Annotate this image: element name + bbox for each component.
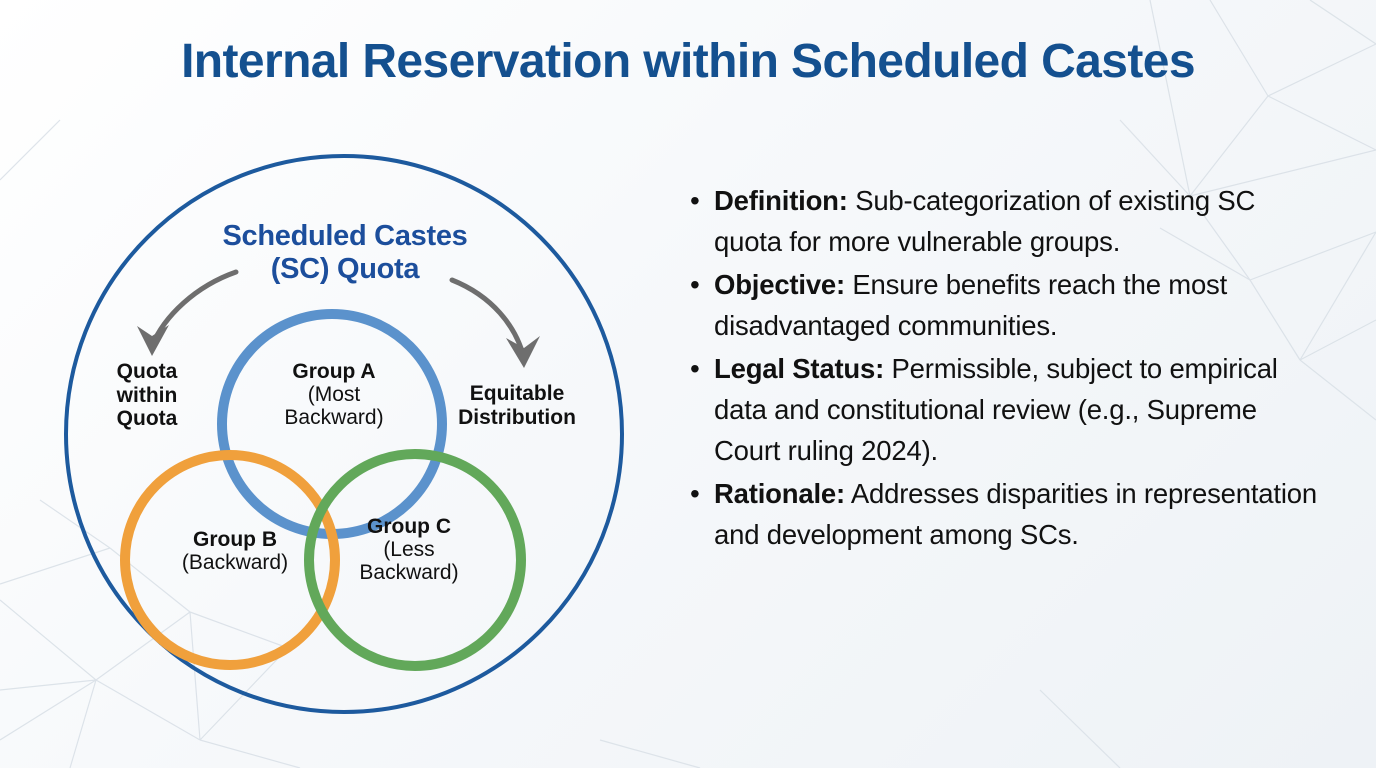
group-b-circle bbox=[120, 450, 340, 670]
group-a-subtitle-line1: (Most bbox=[307, 383, 361, 407]
bullet-text: Rationale: Addresses disparities in repr… bbox=[714, 473, 1330, 555]
bullet-text: Legal Status: Permissible, subject to em… bbox=[714, 348, 1330, 471]
bullet-body: Ensure benefits reach the most disadvant… bbox=[714, 269, 1228, 341]
callout-left-line2: within bbox=[116, 383, 178, 407]
callout-left-line3: Quota bbox=[116, 407, 178, 431]
bullet-body: Permissible, subject to empirical data a… bbox=[714, 353, 1278, 466]
bullet-lead: Rationale: bbox=[714, 478, 845, 509]
bullet-dot-icon: • bbox=[690, 269, 700, 300]
group-a-title: Group A bbox=[292, 360, 376, 383]
bullet-dot-icon: • bbox=[690, 353, 700, 384]
bullet-dot-icon: • bbox=[690, 478, 700, 509]
page-title: Internal Reservation within Scheduled Ca… bbox=[181, 35, 1195, 88]
right-arrow bbox=[449, 277, 540, 368]
group-b-subtitle: (Backward) bbox=[181, 551, 289, 575]
outer-sc-quota-circle bbox=[64, 154, 624, 714]
sc-quota-heading-line1: Scheduled Castes bbox=[222, 220, 468, 252]
group-b-title: Group B bbox=[193, 528, 277, 551]
group-a-subtitle-line2: Backward) bbox=[284, 406, 384, 430]
bullet-lead: Objective: bbox=[714, 269, 845, 300]
bullet-body: Addresses disparities in representation … bbox=[714, 478, 1317, 550]
group-c-circle bbox=[304, 449, 526, 671]
group-c-title: Group C bbox=[367, 515, 451, 538]
bullet-dot-icon: • bbox=[690, 185, 700, 216]
list-item: • Objective: Ensure benefits reach the m… bbox=[690, 264, 1330, 346]
sc-quota-heading-line2: (SC) Quota bbox=[270, 253, 420, 286]
sc-quota-heading: Scheduled Castes (SC) Quota bbox=[130, 220, 560, 286]
list-item: • Definition: Sub-categorization of exis… bbox=[690, 180, 1330, 262]
bullet-lead: Legal Status: bbox=[714, 353, 885, 384]
callout-right-line1: Equitable bbox=[469, 382, 565, 405]
bullet-body: Sub-categorization of existing SC quota … bbox=[714, 185, 1256, 257]
bullet-text: Definition: Sub-categorization of existi… bbox=[714, 180, 1330, 262]
group-c-label: Group C (Less Backward) bbox=[318, 515, 500, 584]
venn-diagram: Scheduled Castes (SC) Quota Quota within… bbox=[0, 120, 660, 760]
group-c-subtitle-line2: Backward) bbox=[359, 561, 459, 585]
callout-equitable-distribution: Equitable Distribution bbox=[424, 382, 610, 429]
group-c-subtitle-line1: (Less bbox=[383, 538, 435, 562]
callout-right-line2: Distribution bbox=[458, 405, 576, 429]
group-b-label: Group B (Backward) bbox=[140, 528, 330, 574]
group-a-label: Group A (Most Backward) bbox=[246, 360, 422, 429]
list-item: • Legal Status: Permissible, subject to … bbox=[690, 348, 1330, 471]
callout-quota-within-quota: Quota within Quota bbox=[72, 360, 222, 431]
list-item: • Rationale: Addresses disparities in re… bbox=[690, 473, 1330, 555]
left-arrow bbox=[137, 269, 239, 356]
bullet-lead: Definition: bbox=[714, 185, 848, 216]
bullet-text: Objective: Ensure benefits reach the mos… bbox=[714, 264, 1330, 346]
key-points-list: • Definition: Sub-categorization of exis… bbox=[690, 180, 1330, 557]
callout-left-line1: Quota bbox=[116, 360, 178, 383]
